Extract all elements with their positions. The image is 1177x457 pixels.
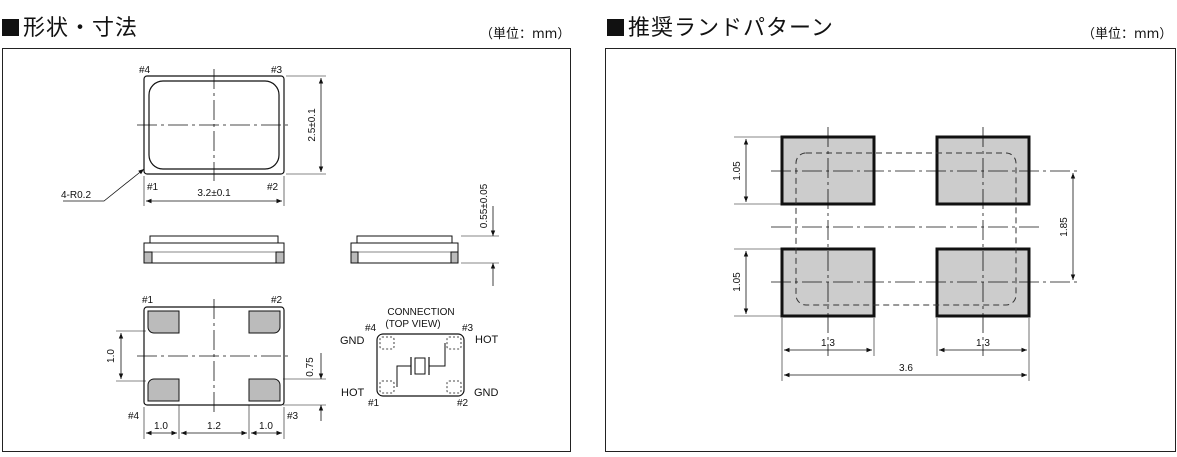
- bottom-pin-4: #4: [128, 411, 140, 422]
- pad-height-top-label: 1.05: [732, 161, 743, 181]
- total-width-label: 3.6: [899, 363, 913, 374]
- top-view: [63, 69, 326, 206]
- connection-title-line1: CONNECTION: [387, 307, 454, 318]
- dimensions-title-text: 形状・寸法: [23, 16, 139, 41]
- height-dimension-label: 2.5±0.1: [307, 108, 318, 142]
- land-pattern-unit-label: （単位：mm）: [1082, 27, 1173, 42]
- connection-label-gnd-left: GND: [340, 335, 365, 347]
- bottom-pad-4: [147, 378, 180, 402]
- bottom-pin-1: #1: [142, 295, 154, 306]
- connection-pin-2: #2: [457, 398, 469, 409]
- pad-gap-dimension-label: 0.75: [305, 357, 316, 377]
- pad-height-dimension-label: 1.0: [106, 349, 117, 363]
- land-pattern-drawing: 1.05 1.05 1.85 1.3 1.3 3.6: [732, 127, 1079, 381]
- top-pin-4: #4: [139, 65, 151, 76]
- connection-title-line2: (TOP VIEW): [385, 319, 440, 330]
- bottom-dim-middle: 1.2: [207, 421, 221, 432]
- connection-diagram: [376, 333, 465, 397]
- top-pin-3: #3: [271, 65, 283, 76]
- dimensions-section-title: 形状・寸法: [2, 10, 138, 42]
- bottom-view: [116, 299, 326, 439]
- corner-radius-label: 4-R0.2: [61, 190, 91, 201]
- bottom-dim-right: 1.0: [259, 421, 273, 432]
- square-bullet-icon: [2, 19, 19, 36]
- side-view-right: [350, 206, 499, 286]
- top-pin-1: #1: [147, 182, 159, 193]
- thickness-dimension-label: 0.55±0.05: [479, 183, 490, 228]
- connection-pin-3: #3: [462, 323, 474, 334]
- land-pattern-pads: [734, 127, 1079, 381]
- land-pattern-title-text: 推奨ランドパターン: [628, 16, 834, 41]
- bottom-pad-3: [248, 378, 281, 402]
- dimensions-unit-label: （単位：mm）: [480, 27, 571, 42]
- pad-width-left-label: 1.3: [821, 338, 835, 349]
- dimensions-drawing: #4 #3 #1 #2 4-R0.2 3.2±0.1 2.5±0.1 0.55±…: [61, 65, 499, 439]
- square-bullet-icon: [607, 19, 624, 36]
- bottom-pad-1: [147, 310, 180, 334]
- land-pattern-section-title: 推奨ランドパターン: [607, 10, 834, 42]
- connection-label-hot-left: HOT: [341, 387, 365, 399]
- pad-height-bottom-label: 1.05: [732, 272, 743, 292]
- bottom-pin-3: #3: [287, 411, 299, 422]
- package-outline-dashed: [795, 152, 1017, 306]
- connection-pin-4: #4: [365, 323, 377, 334]
- pitch-vertical-label: 1.85: [1059, 217, 1070, 237]
- connection-label-hot-right: HOT: [475, 334, 499, 346]
- bottom-pin-2: #2: [271, 295, 283, 306]
- land-pattern-panel: 1.05 1.05 1.85 1.3 1.3 3.6: [605, 48, 1176, 452]
- connection-label-gnd-right: GND: [474, 387, 499, 399]
- dimensions-panel: #4 #3 #1 #2 4-R0.2 3.2±0.1 2.5±0.1 0.55±…: [2, 48, 571, 452]
- side-view-front: [143, 235, 285, 264]
- bottom-dim-left: 1.0: [154, 421, 168, 432]
- pad-width-right-label: 1.3: [976, 338, 990, 349]
- top-pin-2: #2: [267, 182, 279, 193]
- corner-radius-leader: [63, 168, 145, 202]
- width-dimension-label: 3.2±0.1: [197, 188, 231, 199]
- bottom-pad-2: [248, 310, 281, 334]
- connection-pin-1: #1: [368, 398, 380, 409]
